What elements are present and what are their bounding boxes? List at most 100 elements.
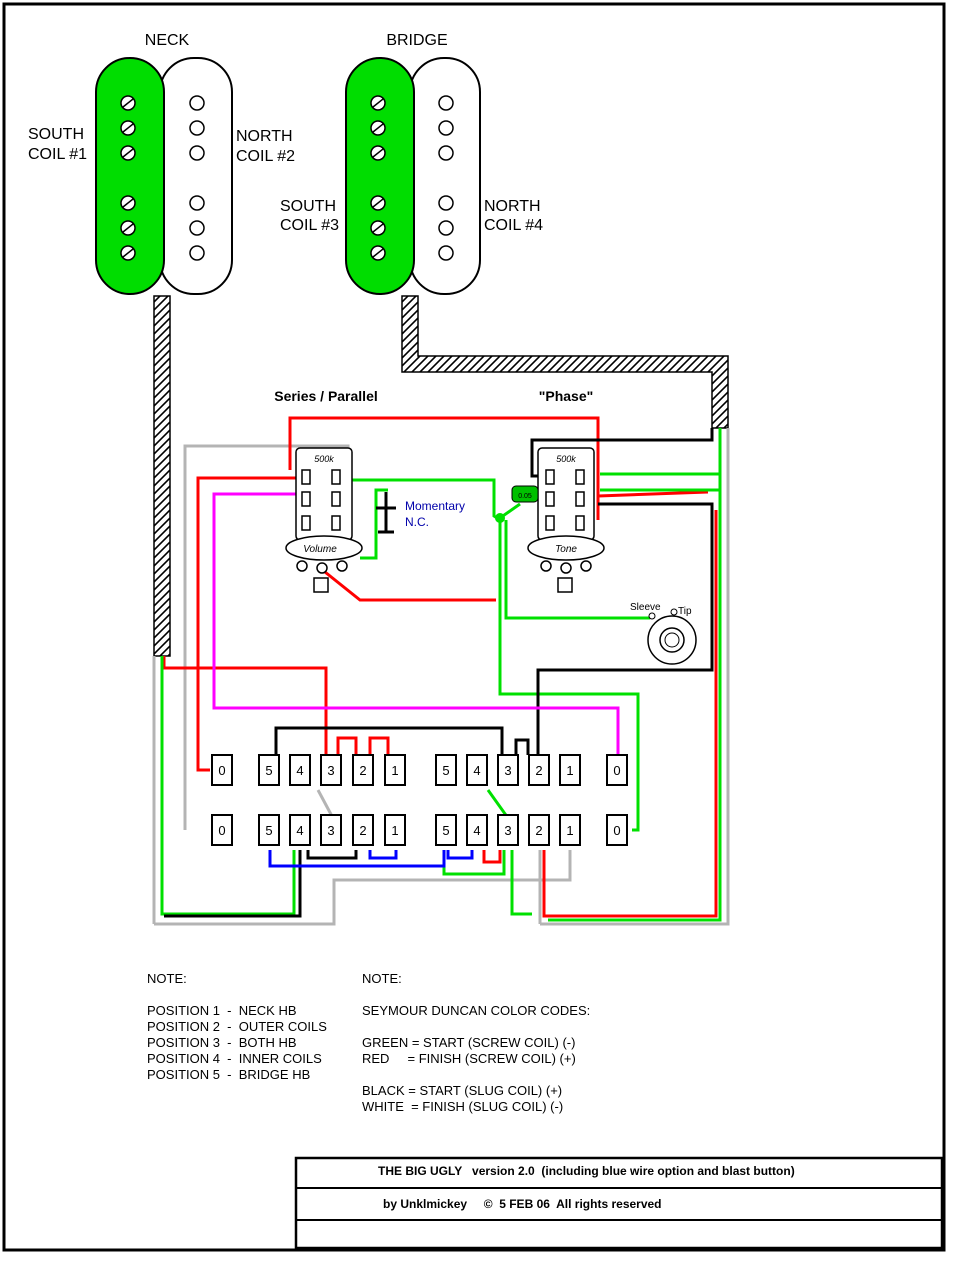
- lower-deck-a-terminal-label: 5: [265, 823, 272, 838]
- neck-coil1-label-2: COIL #1: [28, 146, 87, 163]
- capacitor: 0.05: [495, 485, 539, 523]
- upper-deck-a-terminal-label: 0: [218, 763, 225, 778]
- green-code: GREEN = START (SCREW COIL) (-): [362, 1035, 575, 1050]
- upper-deck-a-terminal: [384, 754, 406, 786]
- right-pot-name: Tone: [555, 544, 577, 555]
- upper-deck-b-terminal-label: 1: [566, 763, 573, 778]
- lower-deck-a-terminal-label: 2: [359, 823, 366, 838]
- upper-deck-a-terminal-label: 2: [359, 763, 366, 778]
- upper-deck-b-terminal: [435, 754, 457, 786]
- upper-deck-b-terminal: [606, 754, 628, 786]
- lower-deck-a-terminal-label: 4: [296, 823, 303, 838]
- upper-deck-b-terminal: [497, 754, 519, 786]
- lower-deck-a-terminal: [320, 814, 342, 846]
- lower-deck-b-terminal: [559, 814, 581, 846]
- position-4-note: POSITION 4 - INNER COILS: [147, 1051, 322, 1066]
- position-5-note: POSITION 5 - BRIDGE HB: [147, 1067, 310, 1082]
- bridge-coil-left: [345, 57, 415, 295]
- momentary-switch: Momentary N.C.: [376, 492, 465, 534]
- momentary-nc-label: N.C.: [405, 515, 429, 529]
- neck-coil1-label-1: SOUTH: [28, 126, 84, 143]
- neck-coil2-label-1: NORTH: [236, 128, 293, 145]
- lower-deck-a-terminal: [211, 814, 233, 846]
- lower-deck-b-terminal: [466, 814, 488, 846]
- lower-deck-b-terminal: [528, 814, 550, 846]
- lower-deck-a-terminal: [289, 814, 311, 846]
- upper-deck-b-terminal-label: 5: [442, 763, 449, 778]
- lower-deck-b-terminal-label: 4: [473, 823, 480, 838]
- upper-deck-a-terminal-label: 3: [327, 763, 334, 778]
- upper-deck-b-terminal: [466, 754, 488, 786]
- author-line: by Unklmickey © 5 FEB 06 All rights rese…: [383, 1197, 662, 1211]
- lower-deck-a-terminal-label: 0: [218, 823, 225, 838]
- upper-deck-a-terminal-label: 5: [265, 763, 272, 778]
- momentary-label: Momentary: [405, 499, 465, 513]
- right-pot-value: 500k: [556, 454, 576, 464]
- lower-deck-b-terminal: [435, 814, 457, 846]
- upper-deck-b-terminal-label: 2: [535, 763, 542, 778]
- notes-left: NOTE: POSITION 1 - NECK HB POSITION 2 - …: [147, 971, 327, 1082]
- lower-deck-b-terminal-label: 0: [613, 823, 620, 838]
- notes-left-heading: NOTE:: [147, 971, 187, 986]
- position-2-note: POSITION 2 - OUTER COILS: [147, 1019, 327, 1034]
- upper-deck-a-terminal-label: 1: [391, 763, 398, 778]
- wires: [154, 416, 730, 926]
- upper-deck-a-terminal: [211, 754, 233, 786]
- bridge-slugs: [438, 95, 454, 261]
- upper-deck-a-terminal: [352, 754, 374, 786]
- left-pot-value: 500k: [314, 454, 334, 464]
- series-parallel-title: Series / Parallel: [274, 388, 378, 404]
- lower-deck-a-terminal-label: 3: [327, 823, 334, 838]
- upper-deck-b-terminal-label: 0: [613, 763, 620, 778]
- neck-coil-left: [95, 57, 165, 295]
- black-code: BLACK = START (SLUG COIL) (+): [362, 1083, 562, 1098]
- position-3-note: POSITION 3 - BOTH HB: [147, 1035, 297, 1050]
- lower-deck-b-terminal: [606, 814, 628, 846]
- neck-coil2-label-2: COIL #2: [236, 148, 295, 165]
- jack-tip-label: Tip: [678, 606, 692, 617]
- upper-deck-a-terminal: [289, 754, 311, 786]
- bridge-coil4-label-1: NORTH: [484, 198, 541, 215]
- phase-pot: "Phase" 500k Tone: [527, 388, 605, 593]
- bridge-coil3-label-1: SOUTH: [280, 198, 336, 215]
- neck-pickup: NECK SOUTH COIL #1 NORTH COIL #2: [28, 32, 295, 295]
- jack-sleeve-label: Sleeve: [630, 602, 661, 613]
- red-code: RED = FINISH (SCREW COIL) (+): [362, 1051, 576, 1066]
- bridge-pickup: BRIDGE SOUTH COIL #3 NORTH COIL #4: [280, 32, 543, 295]
- position-1-note: POSITION 1 - NECK HB: [147, 1003, 297, 1018]
- title-block: THE BIG UGLY version 2.0 (including blue…: [294, 1156, 944, 1250]
- upper-deck-b-terminal-label: 4: [473, 763, 480, 778]
- lower-deck-a-terminal: [258, 814, 280, 846]
- upper-deck-b-terminal: [528, 754, 550, 786]
- selector-switch: 0 5 4 3 2 1 5 4 3 2 1 0 0 5 4 3 2 1 5 4 3 2 1 0: [211, 754, 628, 846]
- capacitor-value: 0.05: [518, 493, 532, 500]
- bridge-coil3-label-2: COIL #3: [280, 217, 339, 234]
- upper-deck-b-terminal: [559, 754, 581, 786]
- neck-slugs: [189, 95, 205, 261]
- output-jack: Sleeve Tip: [630, 602, 697, 665]
- notes-right: NOTE: SEYMOUR DUNCAN COLOR CODES: GREEN …: [362, 971, 590, 1114]
- lower-deck-a-terminal: [384, 814, 406, 846]
- white-code: WHITE = FINISH (SLUG COIL) (-): [362, 1099, 563, 1114]
- lower-deck-b-terminal-label: 3: [504, 823, 511, 838]
- page-border: [2, 2, 946, 1252]
- lower-deck-b-terminal-label: 2: [535, 823, 542, 838]
- upper-deck-a-terminal-label: 4: [296, 763, 303, 778]
- neck-title: NECK: [145, 32, 190, 49]
- bridge-title: BRIDGE: [386, 32, 447, 49]
- color-codes-heading: SEYMOUR DUNCAN COLOR CODES:: [362, 1003, 590, 1018]
- bridge-coil4-label-2: COIL #4: [484, 217, 543, 234]
- diagram-title: THE BIG UGLY version 2.0 (including blue…: [378, 1164, 795, 1178]
- lower-deck-a-terminal-label: 1: [391, 823, 398, 838]
- upper-deck-a-terminal: [320, 754, 342, 786]
- lower-deck-b-terminal-label: 1: [566, 823, 573, 838]
- upper-deck-b-terminal-label: 3: [504, 763, 511, 778]
- phase-title: "Phase": [539, 388, 594, 404]
- bridge-cable: [401, 295, 729, 429]
- lower-deck-b-terminal-label: 5: [442, 823, 449, 838]
- lower-deck-b-terminal: [497, 814, 519, 846]
- upper-deck-a-terminal: [258, 754, 280, 786]
- notes-right-heading: NOTE:: [362, 971, 402, 986]
- left-pot-name: Volume: [303, 544, 337, 555]
